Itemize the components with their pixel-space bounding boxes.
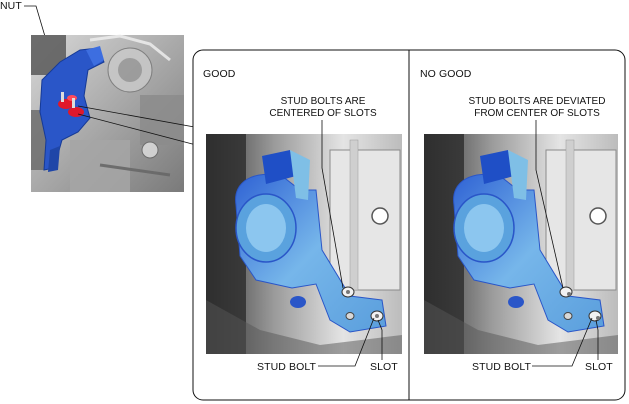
zoom-line-top — [77, 105, 201, 129]
nogood-caption: STUD BOLTS ARE DEVIATED FROM CENTER OF S… — [462, 96, 612, 120]
nogood-slot-label: SLOT — [585, 361, 613, 373]
nogood-caption-line1: STUD BOLTS ARE DEVIATED — [468, 96, 606, 107]
good-caption: STUD BOLTS ARE CENTERED OF SLOTS — [263, 96, 383, 120]
good-slot-leader — [377, 319, 383, 360]
good-status-label: GOOD — [203, 68, 236, 80]
good-bracket — [235, 150, 387, 333]
overview-nuts — [58, 92, 84, 117]
nogood-caption-line2: FROM CENTER OF SLOTS — [474, 108, 600, 119]
nogood-status-label: NO GOOD — [420, 68, 472, 80]
good-caption-leader — [321, 120, 344, 289]
good-caption-line2: CENTERED OF SLOTS — [269, 108, 377, 119]
nogood-stud-bolt-label: STUD BOLT — [472, 361, 532, 373]
zoom-line-bottom — [77, 113, 201, 147]
nogood-caption-leader — [535, 120, 564, 289]
nogood-bracket — [453, 150, 605, 333]
good-stud-bolt-label: STUD BOLT — [257, 361, 317, 373]
good-stud-bolt-leader — [318, 317, 375, 367]
good-slot-label: SLOT — [370, 361, 398, 373]
nogood-slot-leader — [595, 319, 599, 360]
nut-label: NUT — [0, 0, 22, 12]
nogood-stud-bolt-leader — [532, 317, 593, 367]
good-caption-line1: STUD BOLTS ARE — [280, 96, 366, 107]
